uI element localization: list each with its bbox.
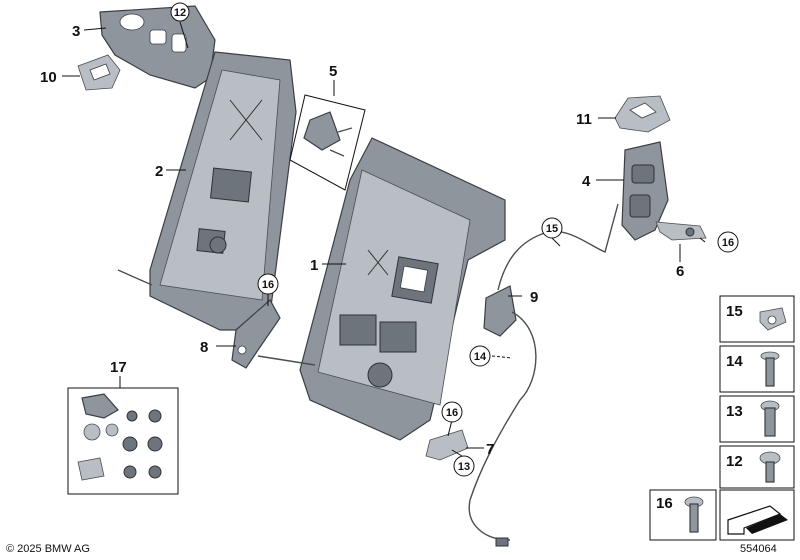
part-label-5: 5: [329, 63, 337, 80]
part-9-release-lever[interactable]: [468, 203, 619, 547]
part-10-handle[interactable]: [77, 54, 121, 91]
part-1-backrest-frame-main[interactable]: [257, 137, 506, 441]
part-3-trim-cover[interactable]: [99, 5, 216, 89]
legend-item-12[interactable]: 12: [719, 445, 795, 489]
part-8-bracket[interactable]: [231, 299, 281, 369]
part-label-3: 3: [72, 23, 80, 40]
part-4-lock-housing[interactable]: [621, 141, 669, 241]
diagram-number: 554064: [740, 543, 777, 555]
part-label-17: 17: [110, 359, 127, 376]
svg-text:16: 16: [262, 279, 274, 291]
part-label-11: 11: [576, 111, 592, 128]
callout-14: 14: [469, 345, 491, 367]
part-label-2: 2: [155, 163, 163, 180]
callout-15: 15: [541, 217, 563, 239]
part-label-7: 7: [486, 441, 494, 458]
part-label-9: 9: [530, 289, 538, 306]
part-label-6: 6: [676, 263, 684, 280]
callout-12: 12: [170, 2, 190, 22]
legend-item-15[interactable]: 15: [719, 295, 795, 343]
dimension-reference-box: [719, 489, 795, 541]
svg-text:16: 16: [656, 495, 673, 512]
legend-item-13[interactable]: 13: [719, 395, 795, 443]
part-label-4: 4: [582, 173, 591, 190]
leader-lines: [62, 21, 706, 457]
svg-text:15: 15: [546, 223, 558, 235]
svg-text:12: 12: [174, 7, 186, 19]
svg-text:12: 12: [726, 453, 743, 470]
part-5-bracket-kit[interactable]: [289, 94, 366, 191]
svg-text:14: 14: [726, 353, 743, 370]
part-11-cap[interactable]: [614, 95, 671, 133]
part-2-backrest-frame-left[interactable]: [117, 51, 297, 331]
part-label-8: 8: [200, 339, 208, 356]
part-17-kit-box[interactable]: [67, 387, 179, 495]
callout-16-top-right: 16: [717, 231, 739, 253]
svg-text:15: 15: [726, 303, 743, 320]
part-label-1: 1: [310, 257, 318, 274]
part-6-latch-plate[interactable]: [655, 221, 707, 241]
fastener-legend: 15 14 13 12 16: [649, 295, 795, 541]
svg-text:14: 14: [474, 351, 487, 363]
copyright-text: © 2025 BMW AG: [6, 543, 90, 555]
callout-13: 13: [453, 455, 475, 477]
legend-item-14[interactable]: 14: [719, 345, 795, 393]
svg-text:16: 16: [722, 237, 734, 249]
svg-text:13: 13: [458, 461, 470, 473]
legend-item-16[interactable]: 16: [649, 489, 717, 541]
callout-16-bottom: 16: [441, 401, 463, 423]
callout-16-left: 16: [257, 273, 279, 295]
svg-text:16: 16: [446, 407, 458, 419]
part-label-10: 10: [40, 69, 57, 86]
part-7-bracket[interactable]: [425, 429, 469, 461]
svg-text:13: 13: [726, 403, 743, 420]
